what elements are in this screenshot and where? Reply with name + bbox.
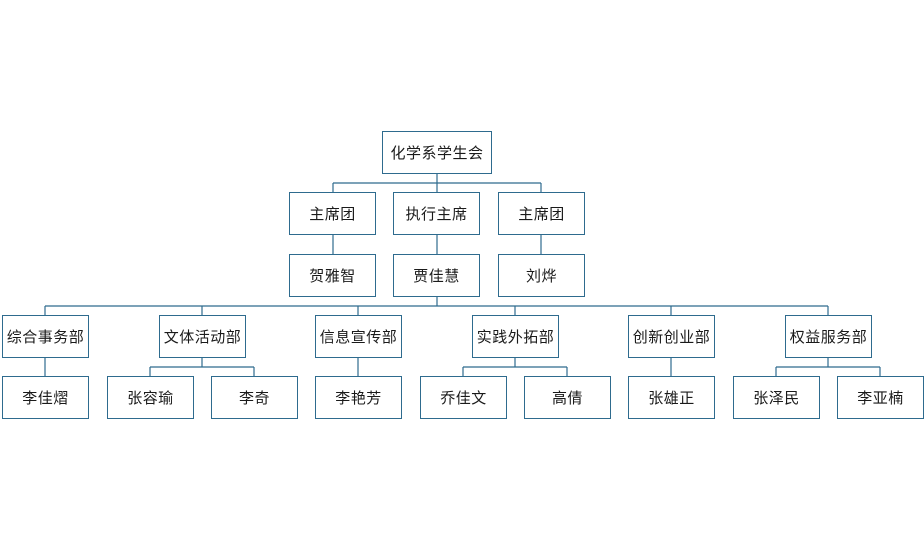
member-node: 李艳芳: [315, 376, 402, 419]
member-node: 李奇: [211, 376, 298, 419]
member-node: 张容瑜: [107, 376, 194, 419]
root-node: 化学系学生会: [382, 131, 492, 174]
department-node: 文体活动部: [159, 315, 246, 358]
department-node: 实践外拓部: [472, 315, 559, 358]
department-node: 权益服务部: [785, 315, 872, 358]
member-node: 高倩: [524, 376, 611, 419]
member-node: 李佳熠: [2, 376, 89, 419]
leader-role-1: 主席团: [289, 192, 376, 235]
leader-role-2: 执行主席: [393, 192, 480, 235]
member-node: 乔佳文: [420, 376, 507, 419]
member-node: 张雄正: [628, 376, 715, 419]
department-node: 信息宣传部: [315, 315, 402, 358]
department-node: 综合事务部: [2, 315, 89, 358]
leader-name-2: 贾佳慧: [393, 254, 480, 297]
leader-role-3: 主席团: [498, 192, 585, 235]
leader-name-3: 刘烨: [498, 254, 585, 297]
member-node: 张泽民: [733, 376, 820, 419]
leader-name-1: 贺雅智: [289, 254, 376, 297]
member-node: 李亚楠: [837, 376, 924, 419]
department-node: 创新创业部: [628, 315, 715, 358]
